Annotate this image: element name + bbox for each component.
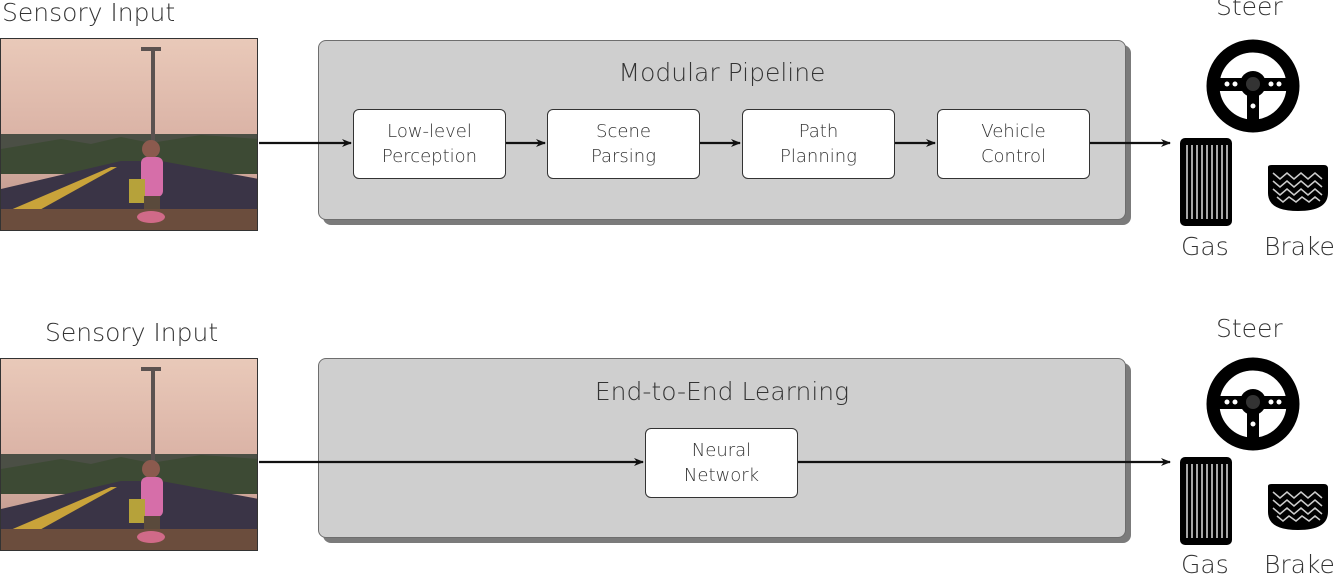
steering-wheel-icon xyxy=(1205,38,1301,138)
bottom-sensory-image xyxy=(0,358,258,551)
stage-line: Planning xyxy=(780,146,857,167)
top-input-label: Sensory Input xyxy=(2,0,176,27)
end-to-end-title: End-to-End Learning xyxy=(594,377,850,406)
stage-line: Perception xyxy=(381,146,478,167)
bottom-input-label: Sensory Input xyxy=(45,318,219,347)
top-gas-label: Gas xyxy=(1181,232,1229,261)
steering-wheel-icon xyxy=(1205,356,1301,456)
stage-line: Control xyxy=(980,146,1047,167)
brake-pedal-icon xyxy=(1266,482,1330,536)
bottom-steer-label: Steer xyxy=(1216,314,1283,343)
brake-pedal-icon xyxy=(1266,163,1330,217)
network-line: Neural xyxy=(691,439,752,461)
bottom-brake-label: Brake xyxy=(1264,550,1335,579)
stage-line: Parsing xyxy=(590,146,657,167)
top-sensory-image xyxy=(0,38,258,231)
stage-line: Scene xyxy=(596,120,651,142)
stage-line: Vehicle xyxy=(981,120,1046,142)
bottom-gas-label: Gas xyxy=(1181,550,1229,579)
stage-line: Path xyxy=(798,120,839,142)
network-line: Network xyxy=(683,465,760,486)
top-steer-label: Steer xyxy=(1216,0,1283,21)
gas-pedal-icon xyxy=(1178,136,1234,232)
modular-pipeline-title: Modular Pipeline xyxy=(618,58,826,87)
stage-line: Low-level xyxy=(387,120,472,142)
gas-pedal-icon xyxy=(1178,455,1234,551)
top-brake-label: Brake xyxy=(1264,232,1335,261)
